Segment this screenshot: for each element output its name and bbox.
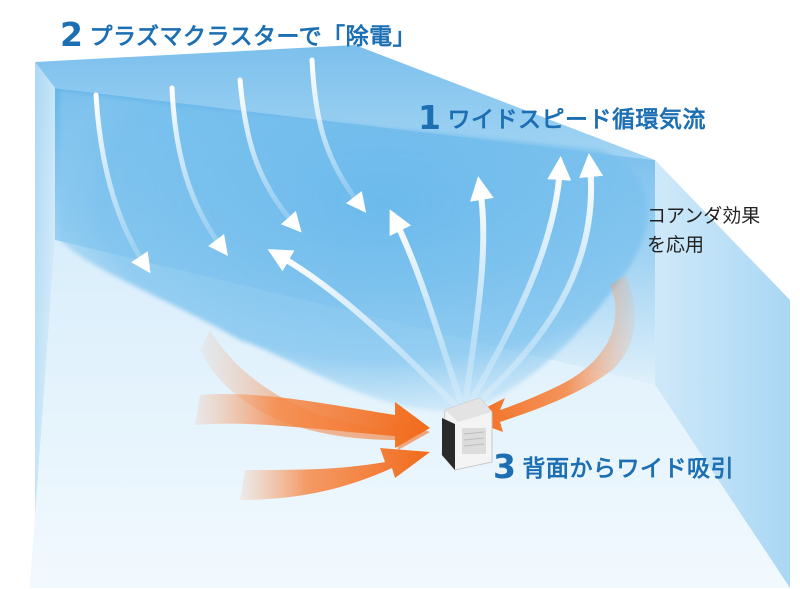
rising-arrow	[389, 209, 463, 403]
coanda-note: コアンダ効果 を応用	[647, 202, 760, 260]
coanda-line-2: を応用	[647, 234, 705, 256]
left-wall	[30, 62, 55, 588]
step-number: 1	[418, 98, 442, 137]
label-text: ワイドスピード循環気流	[447, 107, 706, 133]
descending-arrows	[93, 57, 367, 274]
rising-arrow	[267, 249, 458, 408]
rising-arrow	[475, 153, 604, 405]
descending-arrow	[309, 57, 367, 213]
rising-arrow	[463, 176, 494, 401]
intake-stream-lower	[240, 448, 430, 500]
step-number: 3	[493, 447, 517, 486]
rising-arrow	[469, 156, 572, 403]
air-purifier-unit	[441, 397, 493, 471]
circulation-airflow	[60, 90, 648, 412]
rising-arrows	[267, 153, 604, 408]
right-wall	[655, 160, 790, 588]
step-number: 2	[60, 15, 84, 54]
ceiling-plane	[35, 45, 655, 160]
descending-arrow	[169, 85, 228, 257]
descending-arrow	[237, 77, 302, 233]
label-text: プラズマクラスターで「除電」	[89, 24, 417, 50]
intake-stream-floor	[200, 330, 430, 450]
coanda-line-1: コアンダ効果	[647, 205, 761, 227]
descending-arrow	[93, 92, 151, 274]
label-text: 背面からワイド吸引	[522, 456, 734, 482]
